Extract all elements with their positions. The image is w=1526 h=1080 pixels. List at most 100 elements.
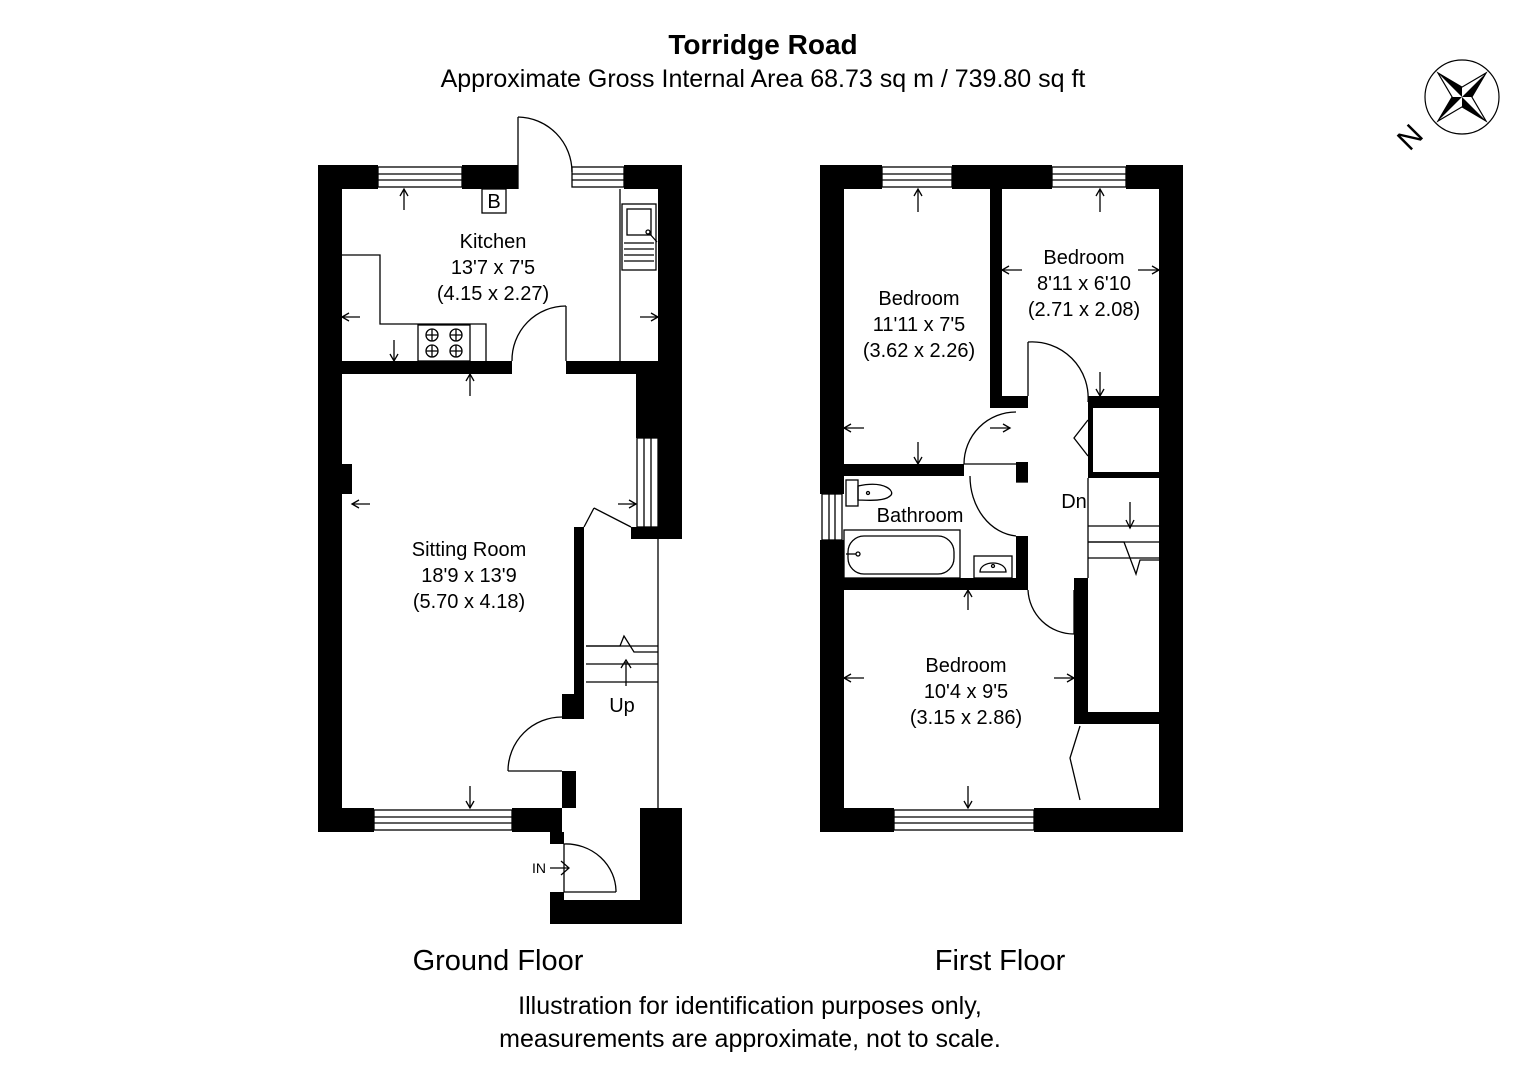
ff-basin — [973, 555, 1013, 579]
ff-bathroom-door — [969, 475, 1028, 537]
ff-cupboard-door-2 — [1069, 725, 1081, 801]
ground-floor-details — [340, 116, 660, 893]
room-name: Sitting Room — [411, 539, 527, 561]
ff-cupboard-wall-c — [1074, 712, 1159, 724]
ff-bedroom2-south-wall — [1088, 396, 1159, 408]
gf-kitchen-window-west — [377, 166, 463, 188]
ff-landing-stub-a — [990, 396, 1028, 408]
room-size-metric: (5.70 x 4.18) — [412, 591, 526, 613]
gross-area-subtitle: Approximate Gross Internal Area 68.73 sq… — [440, 65, 1086, 93]
gf-north-wall-a — [318, 165, 378, 189]
gf-boiler — [481, 188, 507, 214]
ff-bath-south-wall — [844, 578, 1028, 590]
room-size-imperial: 18'9 x 13'9 — [421, 565, 517, 587]
gf-porch-jamb-bottom — [550, 892, 564, 924]
gf-east-wall-upper — [658, 165, 682, 539]
gf-entrance-arrow-icon — [550, 860, 570, 876]
ff-dimension-arrows — [842, 187, 1161, 810]
gf-sink — [621, 203, 658, 271]
north-compass-icon — [1424, 59, 1500, 135]
gf-kitchen-window-east — [571, 166, 625, 188]
ff-bath-north-wall — [844, 464, 964, 476]
ff-cupboard-wall-a — [1088, 408, 1093, 474]
ff-south-wall-b — [1034, 808, 1183, 832]
ff-bedroom3-door — [1027, 589, 1075, 635]
room-size-metric: (3.62 x 2.26) — [862, 340, 976, 362]
gf-porch-south-wall — [550, 900, 682, 924]
ff-bedroom3-east-wall — [1074, 578, 1088, 718]
gf-hall-stub-low — [562, 771, 576, 808]
disclaimer: Illustration for identification purposes… — [0, 990, 1500, 1056]
ff-north-wall-a — [820, 165, 882, 189]
room-name: Bathroom — [876, 505, 964, 527]
stairs-up-label: Up — [609, 695, 635, 717]
ff-bedroom1-door — [963, 411, 1017, 465]
room-label-kitchen: Kitchen 13'7 x 7'5 (4.15 x 2.27) — [413, 229, 573, 307]
gf-north-wall-b — [462, 165, 518, 189]
room-size-metric: (2.71 x 2.08) — [1027, 299, 1141, 321]
room-label-bedroom-2: Bedroom 8'11 x 6'10 (2.71 x 2.08) — [1004, 245, 1164, 323]
gf-stairs — [586, 634, 658, 686]
room-name: Bedroom — [925, 655, 1007, 677]
page-title: Torridge Road — [668, 29, 858, 60]
stairs-down-label: Dn — [1061, 491, 1087, 513]
ff-bath-north-stub — [1016, 462, 1028, 482]
gf-back-door — [517, 116, 573, 189]
disclaimer-line-1: Illustration for identification purposes… — [518, 992, 982, 1020]
room-name: Bedroom — [1043, 247, 1125, 269]
first-floor-label: First Floor — [934, 945, 1066, 977]
ground-floor-label: Ground Floor — [412, 945, 584, 977]
first-floor-details — [821, 166, 1161, 831]
gf-porch-jamb-top — [550, 832, 564, 844]
room-label-bathroom: Bathroom — [860, 503, 980, 529]
gf-west-nib — [342, 464, 352, 494]
room-name: Kitchen — [459, 231, 527, 253]
gf-east-pier — [636, 372, 658, 438]
gf-hob — [417, 324, 471, 362]
room-size-imperial: 8'11 x 6'10 — [1036, 273, 1131, 295]
first-floor-plan — [820, 165, 1183, 832]
gf-front-door — [563, 843, 617, 893]
gf-hall-door — [583, 507, 632, 528]
gf-kitchen-partition-b — [566, 361, 658, 374]
gf-sitting-door — [507, 716, 563, 772]
room-size-imperial: 13'7 x 7'5 — [450, 257, 536, 279]
ff-bath-east-wall — [1016, 536, 1028, 590]
ff-cupboard-door-1 — [1073, 419, 1089, 457]
room-size-imperial: 10'4 x 9'5 — [923, 681, 1009, 703]
ff-bedroom-divider — [990, 189, 1002, 408]
room-size-metric: (3.15 x 2.86) — [909, 707, 1023, 729]
ff-north-wall-c — [1126, 165, 1183, 189]
gf-kitchen-partition-a — [342, 361, 512, 374]
gf-sitting-window — [373, 809, 513, 831]
room-size-metric: (4.15 x 2.27) — [436, 283, 550, 305]
ff-stairs — [1087, 478, 1159, 578]
ff-bedroom3-window — [893, 809, 1035, 831]
gf-hall-pier — [562, 694, 584, 719]
gf-south-wall-b — [512, 808, 562, 832]
ff-toilet — [845, 479, 893, 507]
gf-hall-partition — [574, 527, 584, 719]
ff-bedroom2-door — [1027, 341, 1089, 403]
disclaimer-line-2: measurements are approximate, not to sca… — [499, 1025, 1001, 1053]
gf-kitchen-door — [511, 305, 567, 362]
ff-east-wall — [1159, 165, 1183, 832]
room-size-imperial: 11'11 x 7'5 — [872, 314, 966, 336]
ff-bathroom-window — [821, 493, 843, 541]
ff-north-wall-b — [952, 165, 1052, 189]
ff-cupboard-wall-b — [1088, 472, 1159, 478]
gf-south-wall-a — [318, 808, 374, 832]
boiler-label: B — [487, 191, 501, 213]
ground-floor-plan — [318, 165, 682, 924]
gf-west-wall — [318, 165, 342, 832]
ff-bedroom1-window — [881, 166, 953, 188]
room-label-bedroom-3: Bedroom 10'4 x 9'5 (3.15 x 2.86) — [886, 653, 1046, 731]
ff-bath — [843, 529, 961, 579]
gf-dimension-arrows — [340, 187, 660, 810]
room-name: Bedroom — [878, 288, 960, 310]
gf-kitchen-worktop — [342, 189, 621, 361]
ff-bath-window-gap — [820, 494, 844, 540]
gf-east-window — [636, 437, 659, 528]
